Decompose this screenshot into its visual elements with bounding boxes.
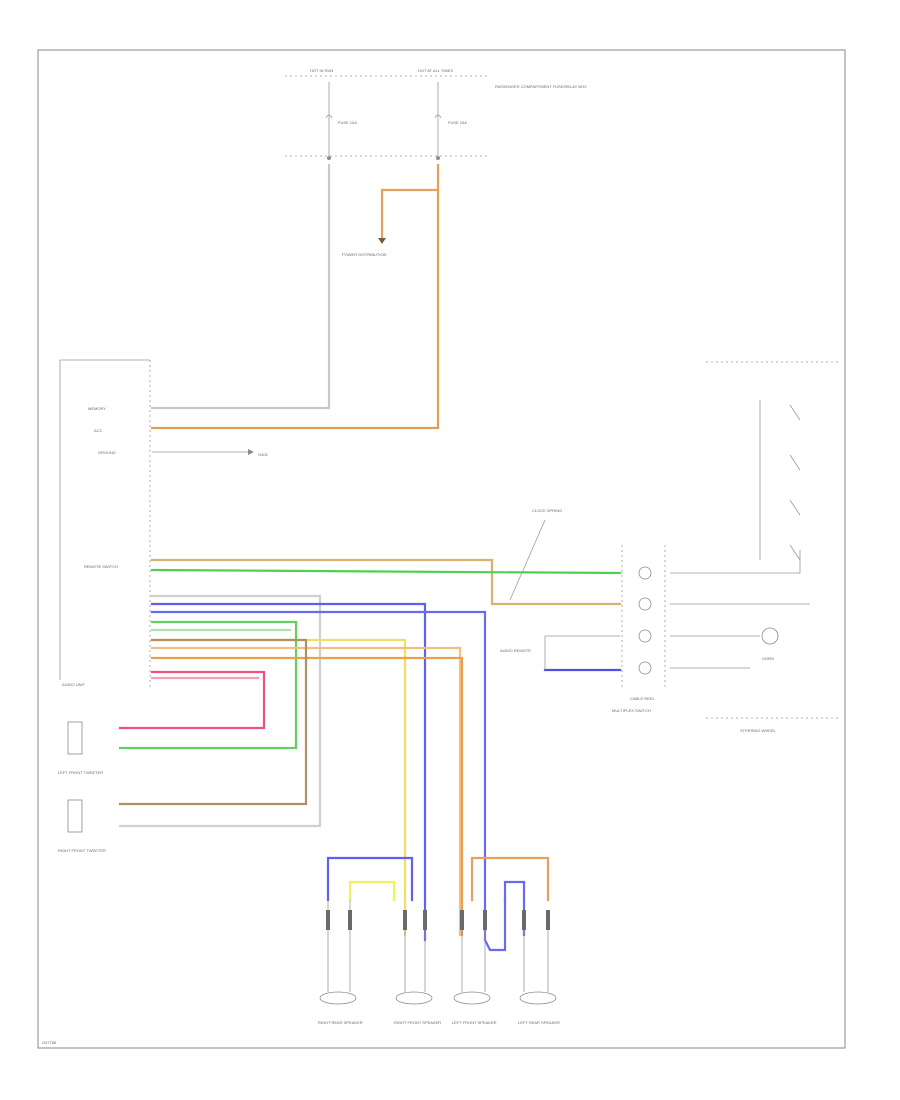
speaker-lf: LEFT FRONT SPEAKER bbox=[452, 930, 497, 1025]
horn-label: HORN bbox=[762, 656, 774, 661]
speaker-rr: RIGHT REAR SPEAKER bbox=[318, 900, 363, 1025]
ground-ref: G402 bbox=[258, 452, 269, 457]
right-tweeter: RIGHT FRONT TWEETER bbox=[58, 799, 106, 853]
speaker-rr-label: RIGHT REAR SPEAKER bbox=[318, 1020, 363, 1025]
cable-reel-label: CABLE REEL bbox=[630, 696, 655, 701]
speaker-lr: LEFT REAR SPEAKER bbox=[518, 930, 560, 1025]
speaker-rf-label: RIGHT FRONT SPEAKER bbox=[394, 1020, 441, 1025]
fuse-2-label: FUSE 15A bbox=[448, 120, 467, 125]
steering-wheel: STEERING WHEEL HORN bbox=[670, 361, 838, 733]
left-tweeter-label: LEFT FRONT TWEETER bbox=[58, 770, 103, 775]
pin-ground-label: GROUND bbox=[98, 450, 116, 455]
pin-memory-label: MEMORY bbox=[88, 406, 106, 411]
audio-remote-label: AUDIO REMOTE bbox=[500, 648, 531, 653]
fuse-1-label: FUSE 10A bbox=[338, 120, 357, 125]
right-tweeter-label: RIGHT FRONT TWEETER bbox=[58, 848, 106, 853]
fuse-box: HOT IN RUN HOT AT ALL TIMES PASSENGER CO… bbox=[285, 68, 587, 160]
fuse-label-b: HOT AT ALL TIMES bbox=[418, 68, 453, 73]
steering-remote-label: REMOTE SWITCH bbox=[84, 564, 118, 569]
pin-acc-label: ACC bbox=[94, 428, 103, 433]
connector-marks bbox=[326, 910, 550, 930]
speaker-lf-label: LEFT FRONT SPEAKER bbox=[452, 1020, 497, 1025]
audio-unit-label: AUDIO UNIT bbox=[62, 682, 86, 687]
left-tweeter: LEFT FRONT TWEETER bbox=[58, 721, 103, 775]
speaker-lr-label: LEFT REAR SPEAKER bbox=[518, 1020, 560, 1025]
speaker-rf: RIGHT FRONT SPEAKER bbox=[394, 930, 441, 1025]
audio-unit: AUDIO UNIT MEMORY ACC GROUND REMOTE SWIT… bbox=[59, 359, 151, 690]
diagram-frame bbox=[37, 49, 846, 1049]
fuse-box-label: PASSENGER COMPARTMENT FUSE/RELAY BOX bbox=[495, 84, 587, 89]
fuse-label-a: HOT IN RUN bbox=[310, 68, 333, 73]
cable-reel: CABLE REEL MULTIPLEX SWITCH bbox=[612, 545, 666, 713]
steering-wheel-label: STEERING WHEEL bbox=[740, 728, 777, 733]
clock-spring-label: CLOCK SPRING bbox=[532, 508, 562, 513]
power-dist-label: POWER DISTRIBUTION bbox=[342, 252, 387, 257]
power-distribution: POWER DISTRIBUTION bbox=[342, 163, 440, 257]
multiplex-label: MULTIPLEX SWITCH bbox=[612, 708, 651, 713]
footer-code: G57788 bbox=[42, 1040, 57, 1045]
